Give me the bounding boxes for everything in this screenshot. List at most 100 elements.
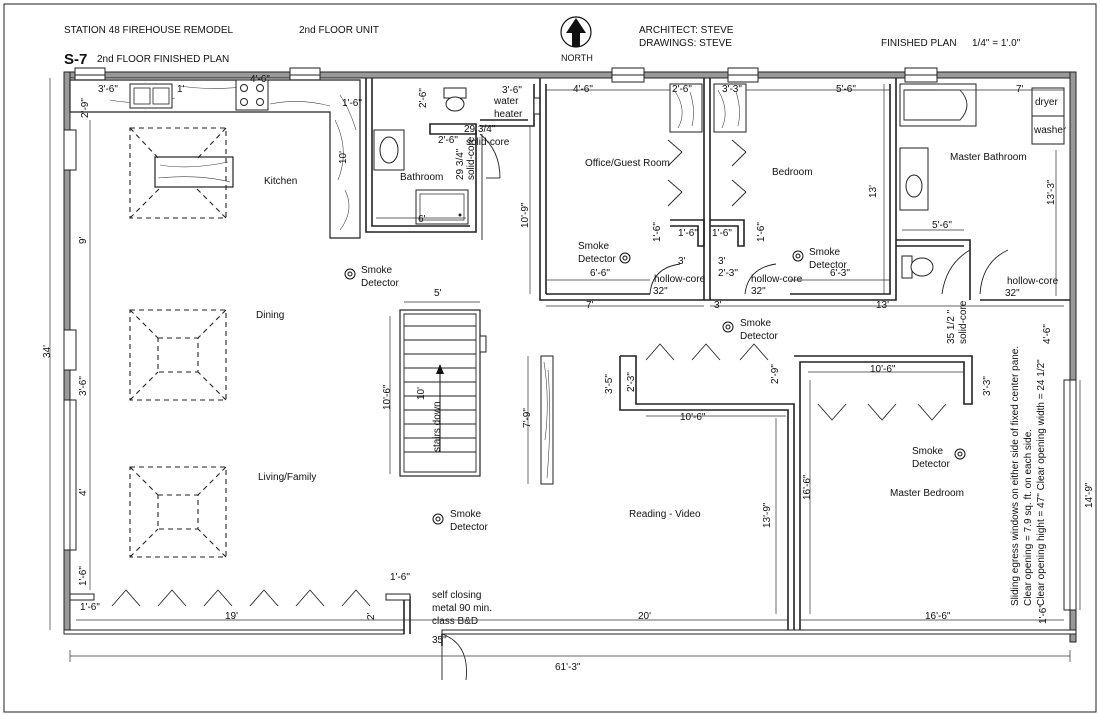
dim: 10' (338, 151, 349, 164)
sheet-title: 2nd FLOOR FINISHED PLAN (97, 54, 229, 65)
room-bathroom: Bathroom (400, 172, 443, 183)
smoke-label: Detector (912, 459, 950, 470)
kitchen-counter (69, 79, 361, 239)
dim: 1'-6" (1038, 604, 1049, 624)
dim: 16'-6" (802, 474, 813, 500)
smoke-label: Detector (450, 522, 488, 533)
stairs-label: stairs down (432, 401, 443, 452)
smoke-label: Detector (578, 254, 616, 265)
dim: 10'-6" (680, 412, 706, 423)
dim: 1'-6" (80, 602, 100, 613)
dim: 10'-6" (870, 364, 896, 375)
drawings-label: DRAWINGS: STEVE (639, 38, 732, 49)
dim: 13'-9" (762, 502, 773, 528)
dim: 14'-9" (1084, 482, 1095, 508)
dim: 3'-6" (98, 84, 118, 95)
kitchen-island (154, 156, 234, 188)
dim: 19' (225, 611, 238, 622)
dim: 10' (416, 387, 427, 400)
smoke-label: Detector (740, 331, 778, 342)
dim: 3'-3" (722, 84, 742, 95)
north-arrow-icon: NORTH (560, 16, 593, 63)
dim-overall-height: 34' (42, 345, 53, 358)
dim: 20' (638, 611, 651, 622)
dim: 2' (366, 612, 377, 620)
smoke-detector-icon (344, 268, 356, 280)
smoke-label: Smoke (450, 509, 482, 520)
dim: 4'-6" (250, 74, 270, 85)
partition-walls (69, 343, 973, 681)
dim: 2'-3" (626, 372, 637, 392)
smoke-label: Smoke (740, 318, 772, 329)
door-35-half: 35 1/2 " (946, 309, 957, 344)
dim: 9' (78, 236, 89, 244)
dim: 2'-3" (718, 268, 738, 279)
water-heater-label-2: heater (494, 109, 523, 120)
sheet-number: S-7 (64, 51, 87, 68)
egress-note: Clear opening hight = 47" Clear opening … (1036, 359, 1047, 606)
dim: 16'-6" (925, 611, 951, 622)
door-32-bedroom: 32" (751, 286, 766, 297)
dim: 6'-3" (830, 268, 850, 279)
dim: 7' (1016, 84, 1024, 95)
dim: 7'-9" (522, 408, 533, 428)
dim: 10'-9" (520, 202, 531, 228)
dim: 6' (418, 214, 426, 225)
unit-title: 2nd FLOOR UNIT (299, 25, 379, 36)
room-living: Living/Family (258, 472, 316, 483)
smoke-label: Smoke (361, 265, 393, 276)
door-32-office: 32" (653, 286, 668, 297)
dim: 1' (177, 84, 185, 95)
smoke-detector-icon (619, 252, 631, 264)
dim: 10'-6" (382, 384, 393, 410)
smoke-detector-icon (722, 321, 734, 333)
smoke-label: Detector (361, 278, 399, 289)
egress-note: Sliding egress windows on either side of… (1010, 346, 1021, 606)
dim-overall-width: 61'-3" (555, 662, 581, 673)
dim: 3'-3" (982, 376, 993, 396)
dim: 4' (78, 488, 89, 496)
dim: 1'-6" (390, 572, 410, 583)
door-35-entry: 35" (432, 635, 447, 646)
smoke-label: Smoke (912, 446, 944, 457)
dim: 5'-6" (836, 84, 856, 95)
smoke-label: Smoke (809, 247, 841, 258)
plan-type-label: FINISHED PLAN (881, 38, 957, 49)
dim: 1'-6" (712, 228, 732, 239)
door-solid-core-master: solid-core (958, 300, 969, 344)
room-office: Office/Guest Room (585, 158, 670, 169)
dim: 2'-9" (80, 98, 91, 118)
svg-text:NORTH: NORTH (561, 53, 593, 63)
water-heater-label-1: water (493, 96, 519, 107)
entry-note: self closing (432, 590, 481, 601)
room-dining: Dining (256, 310, 284, 321)
dimension-lines (49, 78, 1081, 662)
master-toilet-icon (901, 255, 934, 279)
room-reading: Reading - Video (629, 509, 701, 520)
smoke-label: Smoke (578, 241, 610, 252)
dim: 13' (876, 300, 889, 311)
dim: 3'-5" (604, 374, 615, 394)
dim: 4'-6" (573, 84, 593, 95)
entry-note: class B&D (432, 616, 478, 627)
dim: 5'-6" (932, 220, 952, 231)
door-hollow-core-bedroom: hollow-core (751, 274, 803, 285)
dim: 13'-3" (1046, 179, 1057, 205)
windows-right (1063, 379, 1077, 611)
dim: 3' (714, 300, 722, 311)
egress-note: Clear opening = 7.9 sq. ft. on each side… (1023, 429, 1034, 606)
light-fixture-kitchen (129, 127, 227, 219)
sheet-border (3, 3, 1097, 713)
dim: 4'-6" (1042, 324, 1053, 344)
dim: 2'-6" (438, 135, 458, 146)
dim: 6'-6" (590, 268, 610, 279)
door-32-master: 32" (1005, 288, 1020, 299)
staircase (399, 309, 487, 477)
dim: 1'-6" (678, 228, 698, 239)
smoke-detector-icon (792, 250, 804, 262)
scale-label: 1/4" = 1'.0" (972, 38, 1021, 49)
dim: 3'-6" (78, 376, 89, 396)
smoke-detector-icon (432, 513, 444, 525)
door-solid-core-vertical: solid-core (466, 136, 477, 180)
dim: 3' (718, 256, 726, 267)
